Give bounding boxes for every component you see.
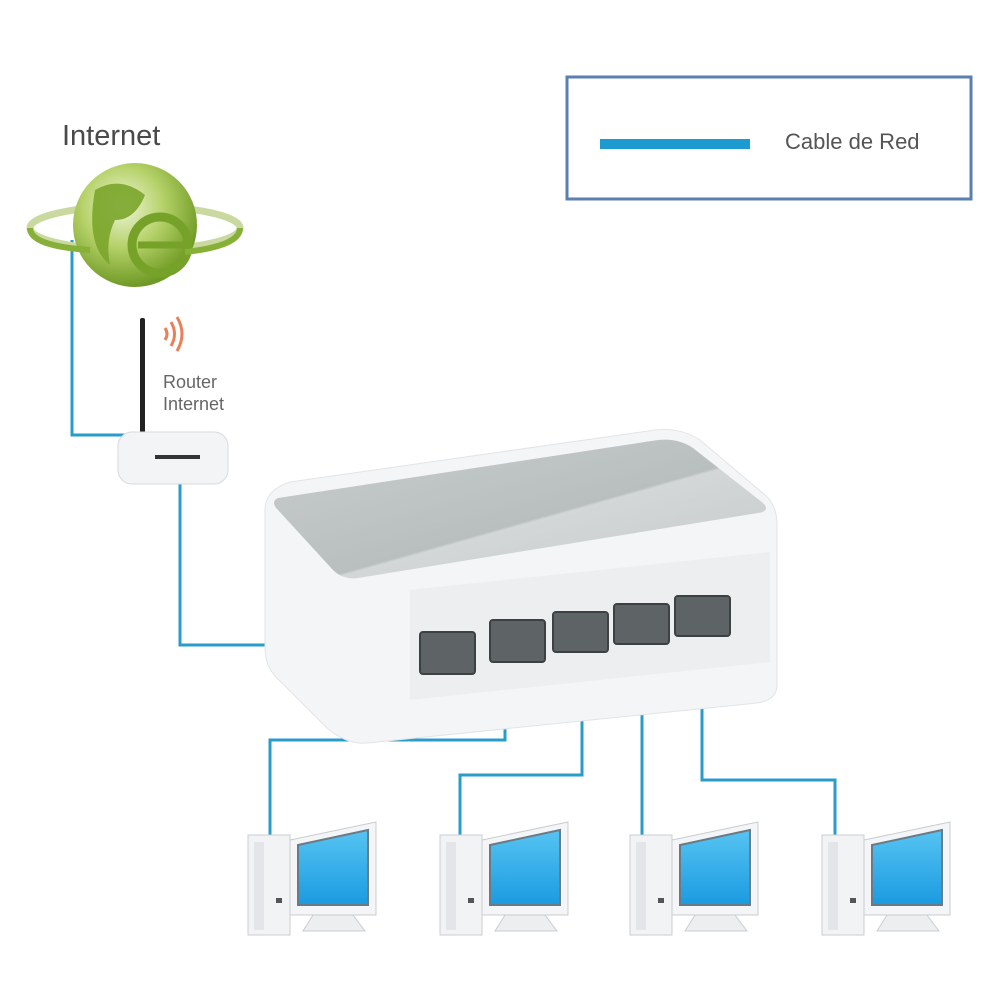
cable-internet-router xyxy=(70,240,140,437)
wifi-signal-icon xyxy=(163,316,184,352)
port-4 xyxy=(613,603,670,645)
switch-ports xyxy=(419,595,731,675)
computer-icon xyxy=(247,821,377,936)
port-1 xyxy=(419,631,476,675)
port-3 xyxy=(552,611,609,653)
internet-label: Internet xyxy=(62,120,161,152)
computer-icon xyxy=(629,821,759,936)
legend-box xyxy=(565,75,973,201)
port-2 xyxy=(489,619,546,663)
computer-icon xyxy=(439,821,569,936)
legend-cable-label: Cable de Red xyxy=(785,129,920,154)
router-icon xyxy=(117,316,229,485)
network-switch-icon xyxy=(264,429,778,744)
port-5 xyxy=(674,595,731,637)
internet-globe-icon xyxy=(26,163,244,287)
router-label-line2: Internet xyxy=(163,394,225,414)
router-label-line1: Router xyxy=(163,372,218,392)
computer-icon xyxy=(821,821,951,936)
